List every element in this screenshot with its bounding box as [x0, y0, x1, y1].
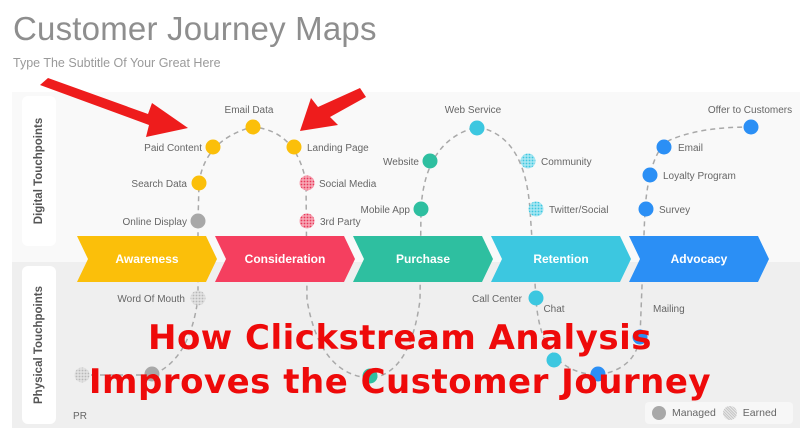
touchpoint-paid-content[interactable]: Paid Content: [144, 139, 221, 155]
physical-touchpoints-tab: Physical Touchpoints: [22, 266, 56, 424]
digital-touchpoints-tab: Digital Touchpoints: [22, 96, 56, 246]
legend: Managed Earned: [645, 402, 793, 424]
page-subtitle: Type The Subtitle Of Your Great Here: [13, 56, 221, 70]
touchpoint-survey[interactable]: Survey: [638, 201, 691, 217]
svg-text:Website: Website: [383, 157, 419, 168]
svg-text:Loyalty Program: Loyalty Program: [663, 171, 736, 182]
stage-label-retention: Retention: [533, 252, 588, 266]
svg-text:Twitter/Social: Twitter/Social: [549, 205, 608, 216]
touchpoint-online-display[interactable]: Online Display: [123, 213, 206, 229]
touchpoint-mobile-app[interactable]: Mobile App: [361, 201, 429, 217]
svg-text:Call Center: Call Center: [472, 294, 523, 305]
stage-label-awareness: Awareness: [115, 252, 178, 266]
stage-advocacy[interactable]: Advocacy: [629, 236, 769, 282]
svg-text:Email: Email: [678, 143, 703, 154]
touchpoint-search-data[interactable]: Search Data: [131, 175, 207, 191]
svg-text:Online Display: Online Display: [123, 217, 187, 228]
touchpoint-word-of-mouth[interactable]: Word Of Mouth: [117, 290, 206, 306]
svg-text:Mobile App: Mobile App: [361, 205, 411, 216]
touchpoint-social-media[interactable]: Social Media: [299, 175, 377, 191]
digital-touchpoints: Online Display Search Data Paid Content …: [123, 105, 792, 229]
touchpoint-website[interactable]: Website: [383, 153, 438, 169]
touchpoint-web-service[interactable]: Web Service: [445, 105, 502, 136]
stage-label-purchase: Purchase: [396, 252, 450, 266]
stage-chevrons: Awareness Consideration Purchase Retenti…: [77, 236, 769, 282]
svg-text:Email Data: Email Data: [225, 105, 274, 116]
svg-text:Offer to Customers: Offer to Customers: [708, 105, 792, 116]
physical-band: [12, 262, 800, 428]
svg-text:Search Data: Search Data: [131, 179, 187, 190]
touchpoint-mailing[interactable]: Mailing: [632, 304, 685, 345]
svg-text:Mailing: Mailing: [653, 304, 685, 315]
touchpoint-email-data[interactable]: Email Data: [225, 105, 274, 135]
arrow-left-icon: [40, 78, 188, 137]
legend-managed: Managed: [672, 407, 716, 419]
svg-text:Paid Content: Paid Content: [144, 143, 202, 154]
overlay-headline-line2: Improves the Customer Journey: [88, 362, 712, 402]
touchpoint-email[interactable]: Email: [656, 139, 704, 155]
stage-label-advocacy: Advocacy: [671, 252, 728, 266]
managed-swatch-icon: [652, 406, 666, 420]
svg-text:Landing Page: Landing Page: [307, 143, 369, 154]
svg-text:3rd Party: 3rd Party: [320, 217, 361, 228]
stage-consideration[interactable]: Consideration: [215, 236, 355, 282]
touchpoint-community[interactable]: Community: [520, 153, 592, 169]
journey-path: [82, 126, 751, 379]
svg-text:Chat: Chat: [543, 304, 564, 315]
touchpoint-landing-page[interactable]: Landing Page: [286, 139, 370, 155]
stage-awareness[interactable]: Awareness: [77, 236, 217, 282]
stage-label-consideration: Consideration: [245, 252, 326, 266]
stage-purchase[interactable]: Purchase: [353, 236, 493, 282]
touchpoint-offer-to-customers[interactable]: Offer to Customers: [708, 105, 792, 135]
page-title: Customer Journey Maps: [13, 10, 377, 47]
touchpoint-twitter-social[interactable]: Twitter/Social: [528, 201, 609, 217]
touchpoint-3rd-party[interactable]: 3rd Party: [299, 213, 361, 229]
physical-touchpoints: Word Of Mouth PR Call Center Chat Mailin…: [73, 290, 685, 423]
svg-text:Word Of Mouth: Word Of Mouth: [117, 294, 185, 305]
svg-text:Web Service: Web Service: [445, 105, 502, 116]
touchpoint-loyalty-program[interactable]: Loyalty Program: [642, 167, 736, 183]
touchpoint-marker-gray: [144, 366, 160, 382]
touchpoint-pr[interactable]: PR: [73, 367, 90, 423]
touchpoint-marker-teal: [362, 368, 378, 384]
arrow-right-icon: [300, 88, 366, 131]
annotation-arrows: [40, 78, 366, 137]
earned-swatch-icon: [722, 406, 737, 420]
overlay-headline-line1: How Clickstream Analysis: [147, 318, 653, 358]
svg-text:Social Media: Social Media: [319, 179, 377, 190]
touchpoint-call-center[interactable]: Call Center: [472, 290, 544, 306]
svg-text:Survey: Survey: [659, 205, 690, 216]
svg-text:Community: Community: [541, 157, 592, 168]
svg-text:PR: PR: [73, 411, 87, 422]
touchpoint-marker-blue: [590, 366, 606, 382]
stage-retention[interactable]: Retention: [491, 236, 631, 282]
touchpoint-chat[interactable]: Chat: [543, 304, 565, 368]
legend-earned: Earned: [742, 407, 777, 419]
